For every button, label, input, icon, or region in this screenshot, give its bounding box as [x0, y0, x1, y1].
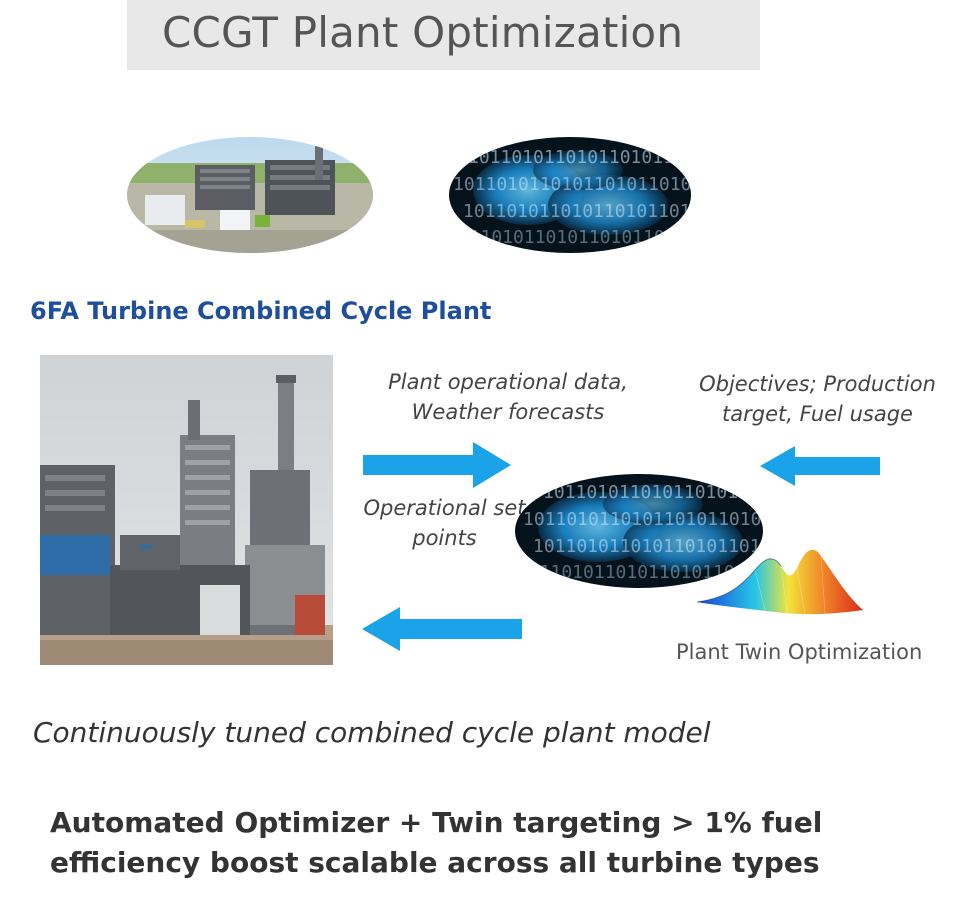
- arrow-right-to-twin: [363, 442, 511, 488]
- surface-plot-icon: [696, 549, 863, 615]
- svg-text:1011010110101101011010: 1011010110101101011010: [468, 147, 693, 168]
- setpoints-label-line1: Operational set: [363, 496, 526, 520]
- arrow-left-to-plant: [362, 607, 522, 651]
- digital-twin-image: 1011010110101101011010 10110101101011010…: [515, 474, 765, 588]
- inputs-label-line1: Plant operational data,: [388, 370, 628, 394]
- svg-text:1011010110101101011010: 1011010110101101011010: [533, 536, 765, 557]
- svg-text:1011010110101101011010: 1011010110101101011010: [453, 174, 691, 195]
- objectives-label-line1: Objectives; Production: [699, 372, 936, 396]
- conclusion-line2: efficiency boost scalable across all tur…: [50, 846, 820, 879]
- inputs-label-line2: Weather forecasts: [411, 400, 605, 424]
- inputs-label: Plant operational data, Weather forecast…: [358, 367, 658, 427]
- svg-text:1011010110101101011010: 1011010110101101011010: [523, 509, 761, 530]
- setpoints-label: Operational set points: [352, 493, 537, 553]
- arrow-left-objectives: [760, 446, 880, 486]
- svg-text:1011010110101101011010: 1011010110101101011010: [543, 482, 765, 503]
- conclusion-text: Automated Optimizer + Twin targeting > 1…: [50, 803, 930, 883]
- plant-photo: [40, 355, 333, 665]
- svg-text:1011010110101101011010: 1011010110101101011010: [463, 201, 693, 222]
- setpoints-label-line2: points: [412, 526, 477, 550]
- objectives-label-line2: target, Fuel usage: [722, 402, 913, 426]
- plant-heading: 6FA Turbine Combined Cycle Plant: [30, 297, 492, 325]
- model-caption: Continuously tuned combined cycle plant …: [33, 716, 711, 749]
- page-title: CCGT Plant Optimization: [162, 8, 684, 57]
- objectives-label: Objectives; Production target, Fuel usag…: [680, 369, 955, 429]
- svg-text:1011010110101101011010: 1011010110101101011010: [518, 562, 756, 583]
- conclusion-line1: Automated Optimizer + Twin targeting > 1…: [50, 806, 823, 839]
- digital-data-image: 1011010110101101011010 10110101101011010…: [448, 137, 693, 253]
- twin-optimization-label: Plant Twin Optimization: [676, 640, 923, 664]
- plant-3d-model-image: [127, 137, 373, 253]
- title-banner: [127, 0, 760, 70]
- svg-text:1011010110101101011010: 1011010110101101011010: [448, 227, 686, 248]
